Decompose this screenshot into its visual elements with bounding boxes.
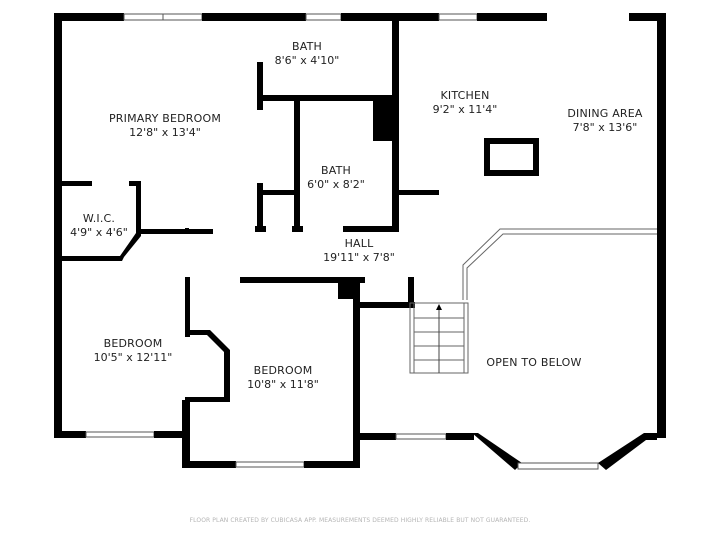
room-dimensions: 9'2" x 11'4"	[432, 103, 498, 116]
wall-top-left	[54, 13, 124, 21]
wall-hall-bottom	[240, 277, 365, 283]
window-open-area	[395, 433, 447, 440]
room-name: PRIMARY BEDROOM	[108, 112, 222, 125]
room-name: OPEN TO BELOW	[486, 356, 582, 369]
staircase	[409, 302, 469, 374]
wall-top	[477, 13, 547, 21]
wall-primary-bedroom-bottom	[141, 229, 213, 234]
wall-closet-bottom	[360, 302, 415, 308]
wall-bottom	[446, 433, 474, 440]
kitchen-island	[484, 138, 539, 176]
wall-wic-right	[136, 181, 141, 236]
railing	[462, 228, 657, 300]
wall-wic-top	[129, 181, 141, 186]
wall-bottom	[304, 461, 360, 468]
wall-stub	[255, 226, 266, 232]
room-label-bedroom-center: BEDROOM 10'8" x 11'8"	[247, 364, 319, 392]
wall-top	[202, 13, 306, 21]
room-dimensions: 4'9" x 4'6"	[70, 226, 128, 239]
room-label-wic: W.I.C. 4'9" x 4'6"	[70, 212, 128, 240]
wall-stub	[185, 228, 189, 232]
footer-disclaimer: FLOOR PLAN CREATED BY CUBICASA APP. MEAS…	[189, 517, 531, 524]
wall-closet	[257, 183, 263, 230]
wall-chase	[373, 96, 393, 141]
wall-left	[54, 168, 62, 438]
window-bath	[305, 13, 342, 21]
room-label-bath-lower: BATH 6'0" x 8'2"	[307, 164, 365, 192]
stair-up-arrow-icon	[436, 304, 442, 310]
wall-left-upper	[54, 13, 62, 168]
wall-bath-left	[257, 62, 263, 110]
room-name: W.I.C.	[82, 212, 116, 225]
wall-bay-left	[472, 433, 522, 470]
room-dimensions: 12'8" x 13'4"	[129, 126, 201, 139]
room-label-bedroom-left: BEDROOM 10'5" x 12'11"	[94, 337, 173, 365]
wall-kitchen-left	[392, 13, 399, 230]
window-bedroom2	[235, 461, 305, 468]
railing	[466, 233, 657, 300]
room-dimensions: 6'0" x 8'2"	[307, 178, 365, 191]
wall-wic-diagonal	[54, 233, 141, 261]
wall-bedroom-notch	[185, 330, 230, 402]
room-label-hall: HALL 19'11" x 7'8"	[323, 237, 395, 265]
wall-wic-top	[54, 181, 92, 186]
window-bedroom1	[85, 431, 155, 438]
room-name: DINING AREA	[567, 107, 643, 120]
room-name: KITCHEN	[440, 89, 490, 102]
wall-bath2-left	[294, 100, 300, 230]
wall-right	[657, 13, 666, 438]
room-label-primary-bedroom: PRIMARY BEDROOM 12'8" x 13'4"	[109, 112, 221, 140]
room-name: HALL	[344, 237, 374, 250]
wall-bath-bottom	[257, 95, 399, 101]
wall-bath2-bottom	[343, 226, 399, 232]
room-name: BATH	[320, 164, 352, 177]
wall-bay-right	[598, 433, 657, 470]
room-dimensions: 8'6" x 4'10"	[274, 54, 340, 67]
room-label-bath-upper: BATH 8'6" x 4'10"	[275, 40, 340, 68]
window-bay	[517, 462, 599, 470]
room-name: BEDROOM	[103, 337, 163, 350]
room-dimensions: 10'8" x 11'8"	[247, 378, 319, 391]
wall-kitchen-counter	[399, 190, 439, 195]
room-dimensions: 10'5" x 12'11"	[93, 351, 173, 364]
wall-top	[341, 13, 439, 21]
room-dimensions: 19'11" x 7'8"	[323, 251, 395, 264]
room-label-dining-area: DINING AREA 7'8" x 13'6"	[567, 107, 642, 135]
room-dimensions: 7'8" x 13'6"	[572, 121, 638, 134]
room-label-open-to-below: OPEN TO BELOW	[486, 356, 581, 370]
wall-bottom	[182, 461, 236, 468]
wall-stub	[292, 226, 303, 232]
wall-bottom	[154, 431, 190, 438]
room-name: BATH	[291, 40, 323, 53]
wall-closet-right	[408, 277, 414, 307]
wall-bottom	[360, 433, 396, 440]
wall-bedroom2-right	[353, 277, 360, 467]
wall-top-right	[629, 13, 666, 21]
wall-closet-mid	[257, 190, 297, 195]
window-kitchen	[438, 13, 478, 21]
wall-bedroom2-left	[185, 277, 190, 337]
wall-bottom	[54, 431, 86, 438]
room-name: BEDROOM	[253, 364, 313, 377]
room-label-kitchen: KITCHEN 9'2" x 11'4"	[433, 89, 498, 117]
